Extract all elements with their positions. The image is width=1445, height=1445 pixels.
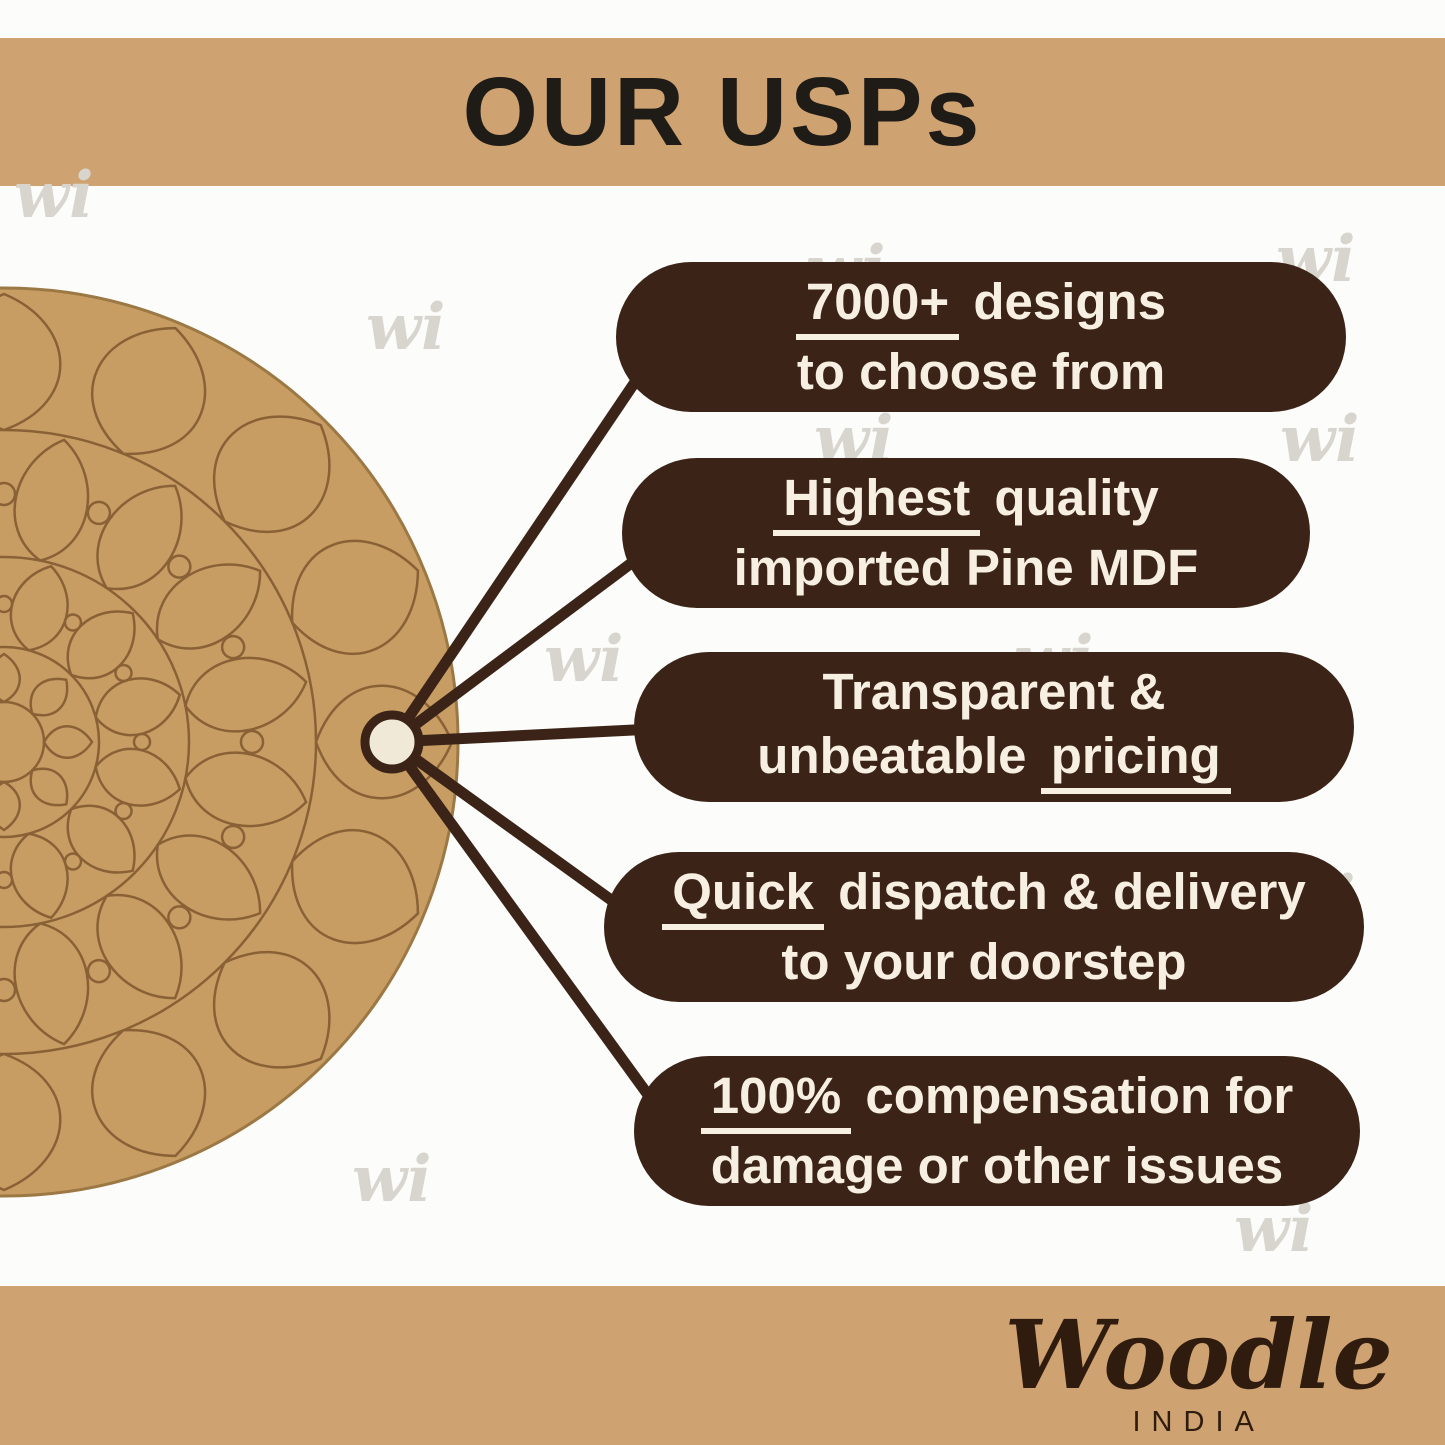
usp-pill-designs: 7000+ designs to choose from bbox=[616, 262, 1346, 412]
mandala-board bbox=[0, 286, 460, 1198]
mandala-engraving bbox=[0, 292, 454, 1192]
usp-line: Quick dispatch & delivery bbox=[662, 860, 1306, 930]
usp-line: damage or other issues bbox=[710, 1137, 1284, 1194]
page-title: OUR USPs bbox=[462, 57, 983, 166]
usp-pill-pricing: Transparent & unbeatable pricing bbox=[634, 652, 1354, 802]
usp-line: unbeatable pricing bbox=[757, 724, 1231, 795]
watermark-text: wi bbox=[1280, 402, 1360, 477]
usp-line: to your doorstep bbox=[781, 933, 1187, 990]
watermark-text: wi bbox=[14, 158, 94, 233]
usp-line: to choose from bbox=[796, 343, 1166, 400]
usp-line: Highest quality bbox=[773, 466, 1159, 536]
brand-country: INDIA bbox=[1132, 1405, 1265, 1438]
usp-line: 100% compensation for bbox=[700, 1064, 1293, 1134]
usp-pill-compensation: 100% compensation for damage or other is… bbox=[634, 1056, 1360, 1206]
brand-name: Woodle bbox=[1004, 1300, 1393, 1411]
watermark-text: wi bbox=[352, 1142, 432, 1217]
brand-logo: Woodle INDIA bbox=[1004, 1306, 1393, 1439]
header: OUR USPs bbox=[0, 38, 1445, 186]
usp-line: imported Pine MDF bbox=[733, 539, 1199, 596]
usp-pill-dispatch: Quick dispatch & delivery to your doorst… bbox=[604, 852, 1364, 1002]
top-banner bbox=[0, 38, 1445, 186]
bottom-banner bbox=[0, 1286, 1445, 1445]
usp-line: 7000+ designs bbox=[795, 270, 1166, 340]
watermark-text: wi bbox=[544, 622, 624, 697]
usp-line: Transparent & bbox=[822, 662, 1166, 720]
usp-pill-quality: Highest quality imported Pine MDF bbox=[622, 458, 1310, 608]
